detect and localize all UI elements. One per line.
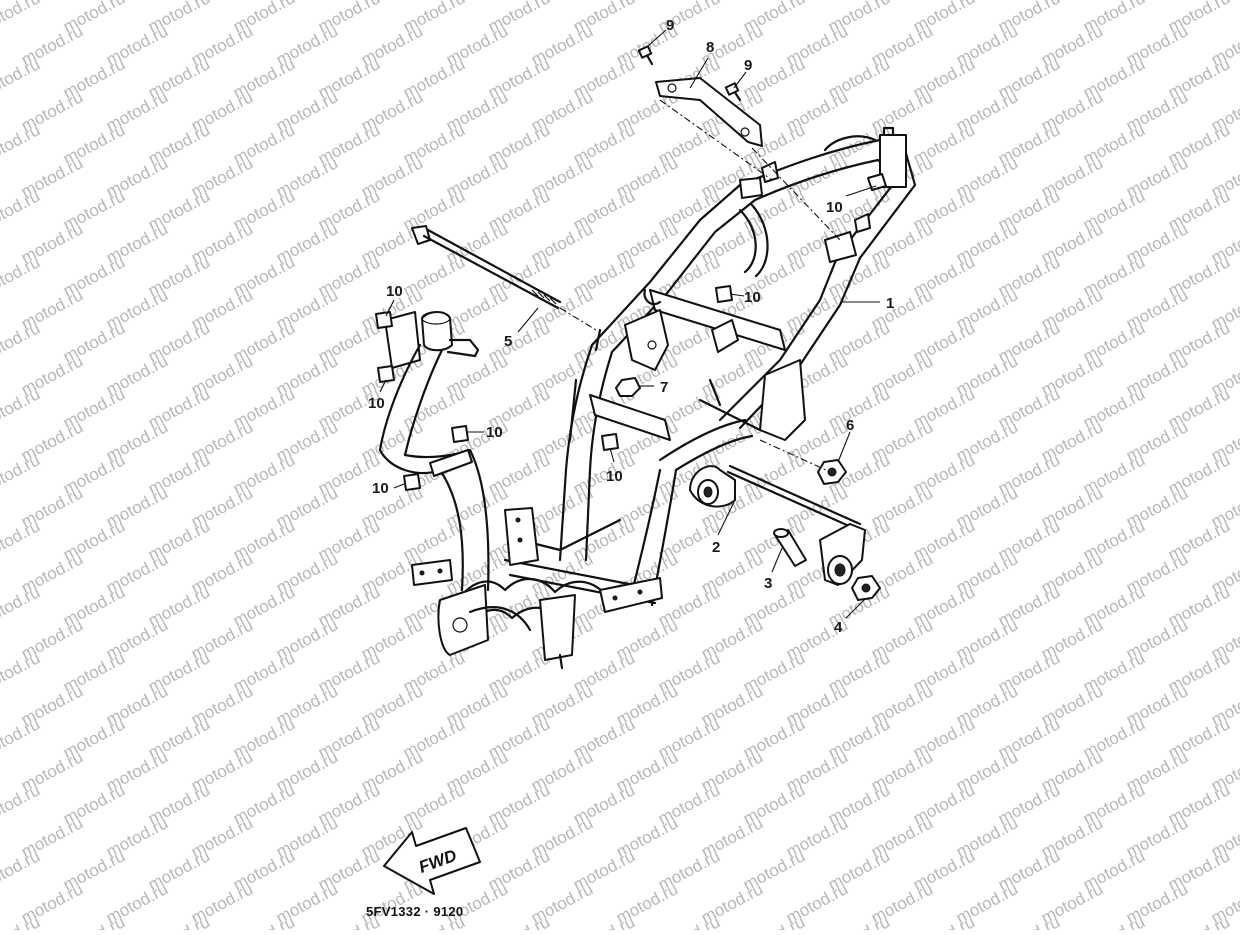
- watermark-text: motod.ru: [485, 912, 553, 930]
- watermark-text: motod.ru: [0, 846, 43, 894]
- watermark-text: motod.ru: [740, 912, 808, 930]
- callout-10-rear: 10: [826, 199, 843, 216]
- watermark-text: motod.ru: [230, 912, 298, 930]
- bracket-right: [819, 523, 866, 586]
- long-bolt-part-5: [411, 225, 562, 310]
- bushing-left: [689, 465, 736, 508]
- leader-lines: [379, 29, 880, 619]
- watermark-text: motod.ru: [0, 582, 43, 630]
- pivot-shaft-part-2: [726, 464, 862, 532]
- callout-10-head-bottom: 10: [368, 395, 385, 412]
- callout-10-downtube: 10: [486, 424, 503, 441]
- watermark-text: motod.ru: [145, 912, 213, 930]
- watermark-text: motod.ru: [0, 648, 43, 696]
- callout-10-head-top: 10: [386, 283, 403, 300]
- callout-2: 2: [712, 539, 720, 556]
- nut-part-4: [851, 575, 881, 601]
- diagram-part-number: 5FV1332 · 9120: [366, 904, 463, 919]
- watermark-text: motod.ru: [1165, 912, 1233, 930]
- watermark-text: motod.ru: [0, 219, 1, 267]
- callout-3: 3: [764, 575, 772, 592]
- watermark-text: motod.ru: [0, 153, 1, 201]
- assembly-lines: [559, 99, 841, 471]
- front-down-tube: [378, 311, 490, 592]
- watermark-text: motod.ru: [0, 879, 1, 927]
- watermark-text: motod.ru: [0, 186, 43, 234]
- bolt-part-9-right: [724, 82, 742, 102]
- nut-part-6: [817, 459, 847, 485]
- watermark-text: motod.ru: [0, 615, 1, 663]
- watermark-text: motod.ru: [0, 714, 43, 762]
- watermark-text: motod.ru: [0, 384, 43, 432]
- bolt-part-9-left: [637, 45, 654, 66]
- watermark-text: motod.ru: [0, 681, 1, 729]
- floor-frame: [411, 507, 663, 670]
- callout-10-lower-left: 10: [372, 480, 389, 497]
- watermark-text: motod.ru: [0, 417, 1, 465]
- callout-5: 5: [504, 333, 512, 350]
- nut-part-7: [615, 377, 641, 397]
- watermark-text: motod.ru: [0, 780, 43, 828]
- callout-labels: 1 2 3 4 5 6 7 8 9 9 10 10 10 10 10 10 10: [368, 17, 894, 636]
- watermark-text: motod.ru: [60, 912, 128, 930]
- callout-4: 4: [834, 619, 843, 636]
- watermark-text: motod.ru: [570, 912, 638, 930]
- watermark-text: motod.ru: [0, 483, 1, 531]
- main-frame-part-1: [558, 126, 917, 607]
- clip-part-10-group: [375, 173, 887, 491]
- collar-part-3: [773, 528, 807, 567]
- watermark-text: motod.ru: [0, 120, 43, 168]
- watermark-text: motod.ru: [825, 912, 893, 930]
- watermark-text: motod.ru: [0, 813, 1, 861]
- watermark-text: motod.ru: [0, 252, 43, 300]
- watermark-text: motod.ru: [0, 0, 43, 37]
- forward-direction-arrow: FWD: [383, 827, 481, 895]
- watermark-text: motod.ru: [0, 285, 1, 333]
- watermark-text: motod.ru: [1080, 912, 1148, 930]
- watermark-text: motod.ru: [0, 318, 43, 366]
- watermark-text: motod.ru: [0, 351, 1, 399]
- watermark-text: motod.ru: [910, 912, 978, 930]
- callout-9-right: 9: [744, 57, 752, 74]
- callout-10-floor: 10: [606, 468, 623, 485]
- callout-6: 6: [846, 417, 854, 434]
- watermark-text: motod.ru: [655, 912, 723, 930]
- watermark-text: motod.ru: [0, 747, 1, 795]
- watermark-text: motod.ru: [0, 549, 1, 597]
- callout-7: 7: [660, 379, 668, 396]
- watermark-text: motod.ru: [0, 87, 1, 135]
- watermark-text: motod.ru: [0, 0, 1, 4]
- callout-10-center: 10: [744, 289, 761, 306]
- callout-8: 8: [706, 39, 714, 56]
- watermark-text: motod.ru: [0, 54, 43, 102]
- watermark-text: motod.ru: [0, 450, 43, 498]
- callout-9-left: 9: [666, 17, 674, 34]
- watermark-text: motod.ru: [995, 912, 1063, 930]
- watermark-text: motod.ru: [0, 21, 1, 69]
- callout-1: 1: [886, 295, 894, 312]
- bracket-part-8: [655, 77, 763, 147]
- watermark-text: motod.ru: [0, 516, 43, 564]
